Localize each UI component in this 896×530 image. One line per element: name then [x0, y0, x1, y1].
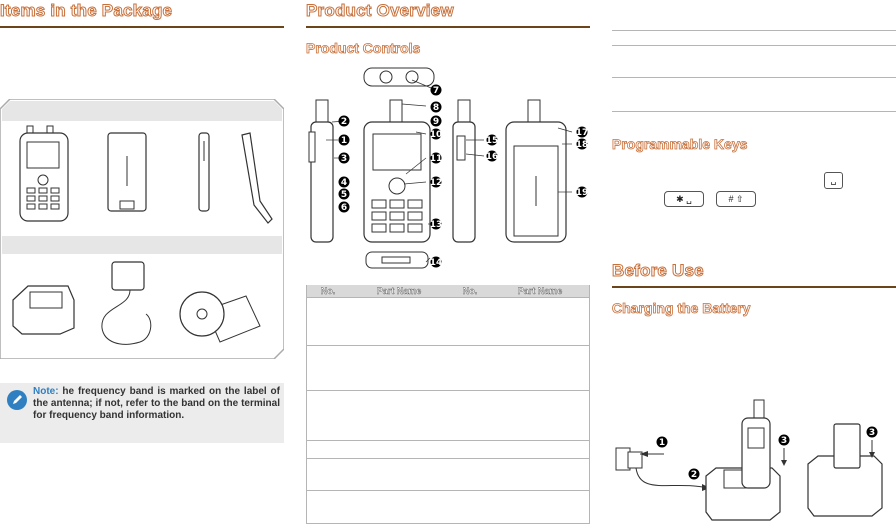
note-text: Note: he frequency band is marked on the…: [33, 386, 280, 422]
key-small-label: ␣: [830, 175, 837, 185]
callout-5: 5: [338, 188, 350, 200]
key-small-glyph: ␣: [824, 172, 843, 189]
table-row: [306, 440, 590, 459]
items-heading: Items in the Package: [0, 1, 173, 21]
clip-image: [241, 132, 273, 224]
product-overview-heading: Product Overview: [306, 1, 455, 21]
svg-text:2: 2: [341, 117, 347, 127]
table-row: [306, 297, 590, 346]
svg-text:8: 8: [433, 103, 439, 113]
svg-text:14: 14: [430, 258, 443, 268]
svg-text:3: 3: [869, 428, 875, 438]
charger-cradle-image: [12, 285, 75, 335]
svg-text:11: 11: [430, 154, 443, 164]
table-row: [306, 490, 590, 524]
svg-text:1: 1: [659, 438, 665, 448]
svg-text:13: 13: [430, 220, 443, 230]
table-row: [306, 345, 590, 391]
svg-text:1: 1: [341, 136, 347, 146]
product-controls-heading: Product Controls: [306, 40, 421, 57]
callout-7: 7: [430, 84, 442, 96]
callout-13: 13: [430, 218, 443, 230]
callout-17: 17: [576, 126, 589, 138]
charging-battery-heading: Charging the Battery: [612, 300, 751, 317]
callout-10: 10: [430, 128, 443, 140]
svg-text:10: 10: [430, 130, 443, 140]
col-no-1: No.: [306, 285, 349, 298]
product-controls-diagram: [308, 67, 573, 269]
power-adapter-image: [101, 261, 152, 345]
parts-table-continued: [612, 0, 896, 112]
callout-18: 18: [576, 138, 589, 150]
svg-text:16: 16: [486, 152, 499, 162]
step-3-radio: 3: [778, 434, 790, 446]
battery-image: [107, 132, 147, 212]
svg-text:12: 12: [430, 178, 443, 188]
svg-text:17: 17: [576, 128, 589, 138]
callout-12: 12: [430, 176, 443, 188]
table-row: [612, 0, 896, 31]
table-row: [612, 77, 896, 112]
before-use-heading: Before Use: [612, 261, 705, 281]
table-row: [306, 458, 590, 491]
radio-terminal-image: [19, 125, 69, 222]
svg-text:2: 2: [691, 470, 697, 480]
step-1: 1: [656, 436, 668, 448]
parts-table-header: No. Part Name No. Part Name: [306, 285, 590, 298]
star-key-label: ✱ ␣: [676, 194, 692, 204]
hash-key-glyph: # ⇧: [716, 191, 756, 207]
star-key-glyph: ✱ ␣: [664, 191, 704, 207]
product-overview-rule: [306, 26, 590, 28]
callout-9: 9: [430, 115, 442, 127]
col-part-name-2: Part Name: [491, 285, 590, 298]
svg-text:3: 3: [781, 436, 787, 446]
callout-3: 3: [338, 152, 350, 164]
col-part-name-1: Part Name: [349, 285, 449, 298]
callout-19: 19: [576, 186, 589, 198]
callout-2: 2: [338, 115, 350, 127]
svg-text:19: 19: [576, 188, 589, 198]
svg-text:15: 15: [486, 136, 499, 146]
hash-key-label: # ⇧: [728, 194, 744, 204]
table-row: [306, 390, 590, 441]
col-no-2: No.: [449, 285, 491, 298]
before-use-rule: [612, 286, 896, 288]
callout-16: 16: [486, 150, 499, 162]
charging-diagram: 1 2 3 3: [615, 399, 883, 521]
callout-11: 11: [430, 152, 443, 164]
parts-table: No. Part Name No. Part Name: [306, 285, 590, 524]
svg-text:9: 9: [433, 117, 439, 127]
svg-text:6: 6: [341, 203, 347, 213]
items-heading-rule: [0, 26, 284, 28]
note-label: Note:: [33, 386, 59, 397]
pencil-note-icon: [7, 390, 27, 410]
cd-manual-image: [179, 291, 261, 343]
step-2: 2: [688, 468, 700, 480]
svg-text:18: 18: [576, 140, 589, 150]
callout-6: 6: [338, 201, 350, 213]
antenna-image: [198, 132, 210, 212]
table-row: [612, 30, 896, 46]
svg-text:7: 7: [433, 86, 439, 96]
callout-15: 15: [486, 134, 499, 146]
step-3-battery: 3: [866, 426, 878, 438]
callout-1: 1: [338, 134, 350, 146]
svg-text:5: 5: [341, 190, 347, 200]
note-box: Note: he frequency band is marked on the…: [0, 383, 284, 443]
table-row: [612, 45, 896, 78]
callout-4: 4: [338, 176, 350, 188]
svg-text:4: 4: [341, 178, 347, 188]
programmable-keys-heading: Programmable Keys: [612, 136, 748, 153]
callout-8: 8: [430, 101, 442, 113]
callout-numbers: 7 8 2 9 10 1 3 11 4 12 5 6 13 14 15 16 1…: [338, 84, 589, 268]
callout-14: 14: [430, 256, 443, 268]
svg-text:3: 3: [341, 154, 347, 164]
note-body: he frequency band is marked on the label…: [33, 386, 280, 421]
